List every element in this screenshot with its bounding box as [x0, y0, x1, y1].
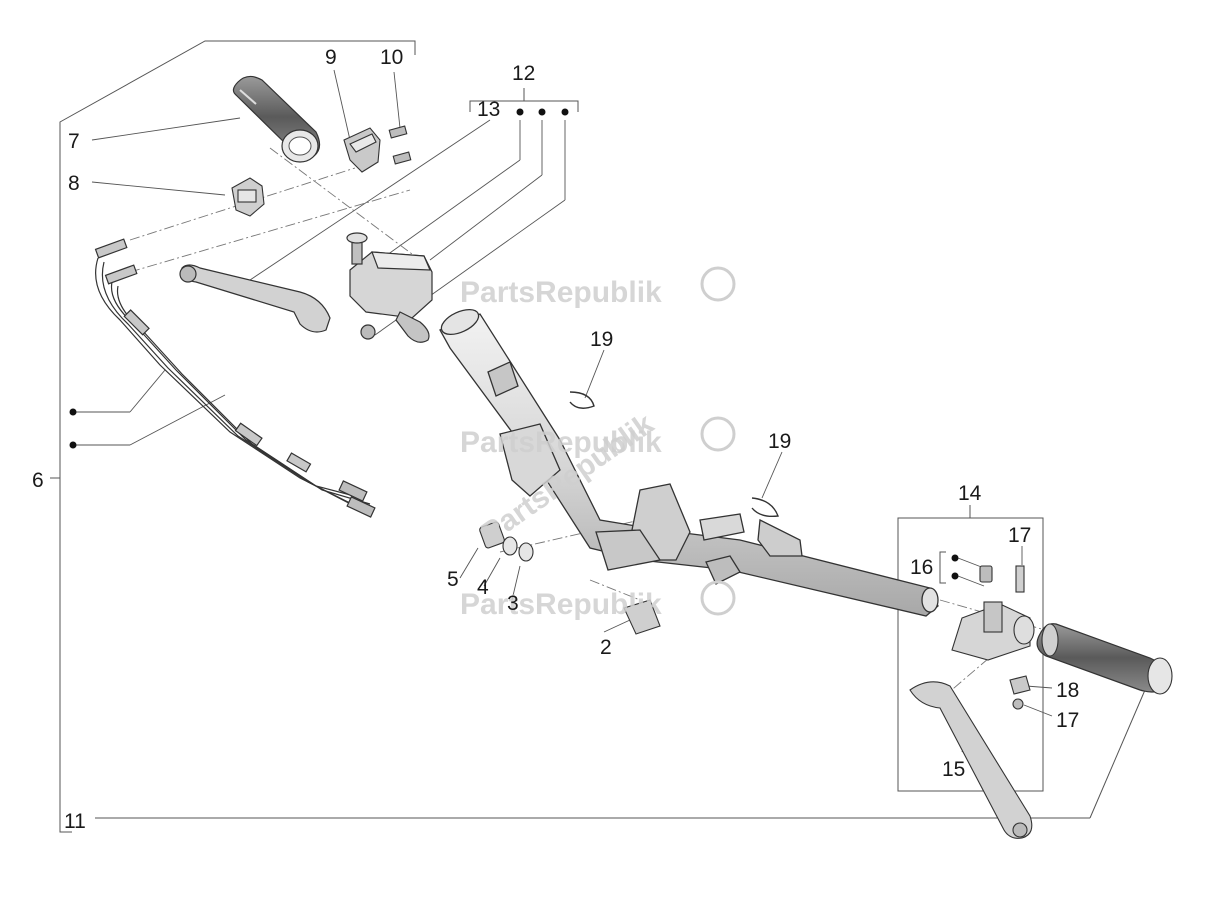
- mounting-hardware: [479, 521, 661, 635]
- callout-2: 2: [600, 636, 612, 659]
- callout-9: 9: [325, 46, 337, 69]
- callout-16: 16: [910, 556, 933, 579]
- callout-12: 12: [512, 62, 535, 85]
- callout-19-left: 19: [590, 328, 613, 351]
- callout-14: 14: [958, 482, 982, 505]
- callout-8: 8: [68, 172, 80, 195]
- master-cylinder: [346, 232, 433, 343]
- callout-11: 11: [64, 810, 86, 833]
- bullet-markers: [69, 108, 959, 580]
- callout-15: 15: [942, 758, 965, 781]
- left-switch-clamp: [343, 125, 412, 173]
- callout-6: 6: [32, 469, 44, 492]
- svg-text:PartsRepublik: PartsRepublik: [460, 276, 662, 309]
- svg-text:PartsRepublik: PartsRepublik: [460, 426, 662, 459]
- left-lever-clamp: [231, 177, 265, 217]
- svg-text:PartsRepublik: PartsRepublik: [460, 588, 662, 621]
- watermarks: PartsRepublik PartsRepublik PartsRepubli…: [460, 266, 736, 621]
- right-lever-assembly: [909, 565, 1035, 839]
- circlips: [569, 391, 779, 518]
- leader-lines: [75, 69, 1053, 753]
- callout-3: 3: [507, 592, 519, 615]
- callout-13: 13: [477, 98, 500, 121]
- left-brake-lever: [179, 264, 331, 333]
- callout-18: 18: [1056, 679, 1079, 702]
- callout-labels: 2 3 4 5 6 7 8 9 10 11 12 13 14 15 16 17 …: [32, 46, 1079, 833]
- right-grip: [1036, 623, 1173, 695]
- handlebar: [439, 308, 939, 617]
- watermark-3: PartsRepublik: [460, 580, 736, 621]
- watermark-1: PartsRepublik: [460, 266, 736, 309]
- callout-17-lower: 17: [1056, 709, 1079, 732]
- callout-5: 5: [447, 568, 459, 591]
- callout-7: 7: [68, 130, 80, 153]
- callout-4: 4: [477, 576, 489, 599]
- callout-19-right: 19: [768, 430, 791, 453]
- callout-10: 10: [380, 46, 403, 69]
- callout-17-upper: 17: [1008, 524, 1031, 547]
- throttle-cables: [94, 238, 376, 518]
- left-grip: [232, 75, 321, 163]
- watermark-2: PartsRepublik: [460, 416, 736, 459]
